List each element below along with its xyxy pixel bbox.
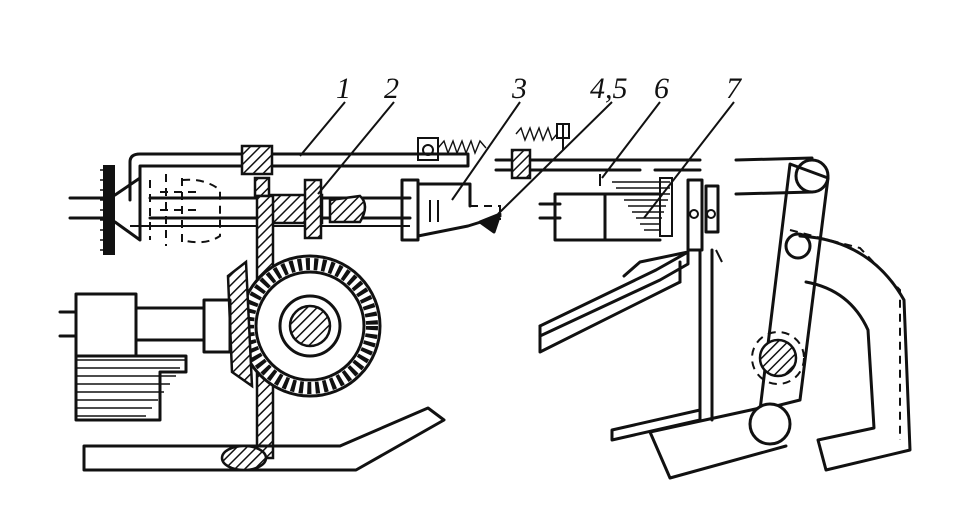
spring-left (417, 137, 487, 161)
bevel-gear-large (238, 254, 382, 398)
clutch-cone (149, 174, 221, 246)
angled-arm (538, 250, 690, 354)
label-4-5: 4,5 (590, 72, 628, 105)
label-7: 7 (726, 72, 743, 105)
spring-right (515, 123, 570, 150)
handwheel-knurled (100, 165, 142, 255)
leader-lines (299, 101, 735, 219)
motor-pulley (58, 292, 206, 422)
pedal-linkage (648, 156, 912, 480)
label-3: 3 (511, 72, 527, 105)
bevel-pinion (202, 259, 254, 389)
collar-part-2 (253, 176, 367, 240)
top-bar-part-1 (128, 144, 702, 202)
label-1: 1 (336, 72, 351, 105)
label-2: 2 (384, 72, 399, 105)
base-arm (82, 406, 446, 472)
label-6: 6 (654, 72, 669, 105)
clamp-block-part-3 (400, 178, 502, 242)
stepped-stack-part-7 (612, 177, 673, 237)
lever-pair (610, 178, 723, 442)
